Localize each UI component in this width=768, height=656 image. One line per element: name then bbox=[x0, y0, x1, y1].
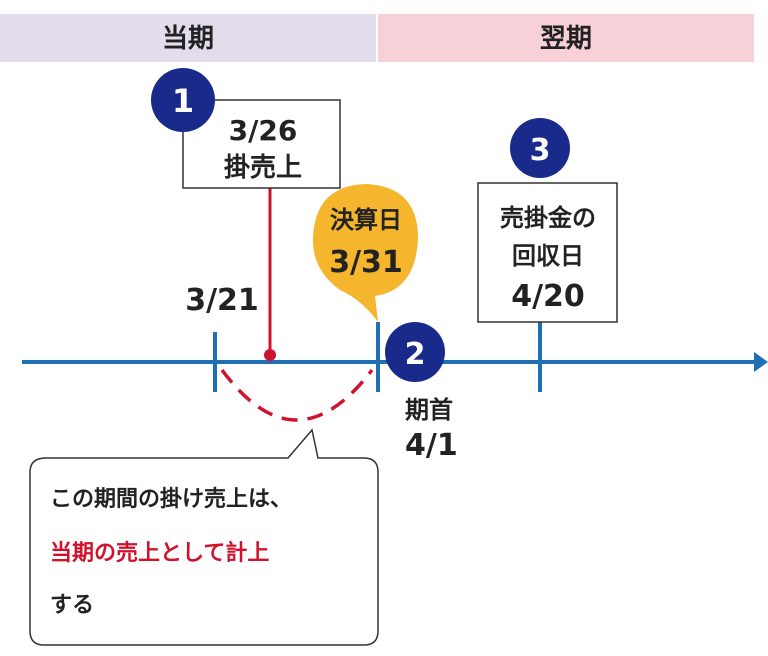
current-period-label: 当期 bbox=[162, 24, 214, 54]
collection-label-2: 回収日 bbox=[512, 242, 584, 270]
collection-box bbox=[477, 182, 618, 323]
sale-marker-dot bbox=[264, 349, 276, 361]
step-2-badge bbox=[385, 322, 445, 382]
fiscal-start-date: 4/1 bbox=[405, 428, 458, 463]
start-date-label: 3/21 bbox=[185, 283, 259, 318]
collection-label-1: 売掛金の bbox=[500, 204, 596, 232]
step-3-number: 3 bbox=[530, 133, 551, 168]
note-line-3: する bbox=[50, 593, 94, 618]
closing-date-bubble bbox=[312, 184, 418, 322]
note-line-1: この期間の掛け売上は、 bbox=[50, 486, 292, 512]
step-1-number: 1 bbox=[172, 82, 194, 120]
step-2-number: 2 bbox=[405, 337, 426, 372]
step-3-badge bbox=[510, 118, 570, 178]
sale-label: 掛売上 bbox=[224, 153, 302, 183]
next-period-label: 翌期 bbox=[540, 24, 592, 54]
arrow-right-icon bbox=[754, 352, 768, 372]
sale-date: 3/26 bbox=[229, 114, 298, 147]
collection-date: 4/20 bbox=[511, 279, 585, 314]
note-line-2: 当期の売上として計上 bbox=[50, 540, 269, 566]
step-1-badge bbox=[151, 68, 215, 132]
period-arc bbox=[220, 368, 374, 422]
next-period-band bbox=[378, 14, 754, 62]
closing-label: 決算日 bbox=[330, 206, 402, 234]
current-period-band bbox=[0, 14, 376, 62]
note-callout bbox=[29, 428, 379, 646]
fiscal-start-label: 期首 bbox=[405, 396, 453, 424]
closing-date: 3/31 bbox=[329, 245, 403, 280]
